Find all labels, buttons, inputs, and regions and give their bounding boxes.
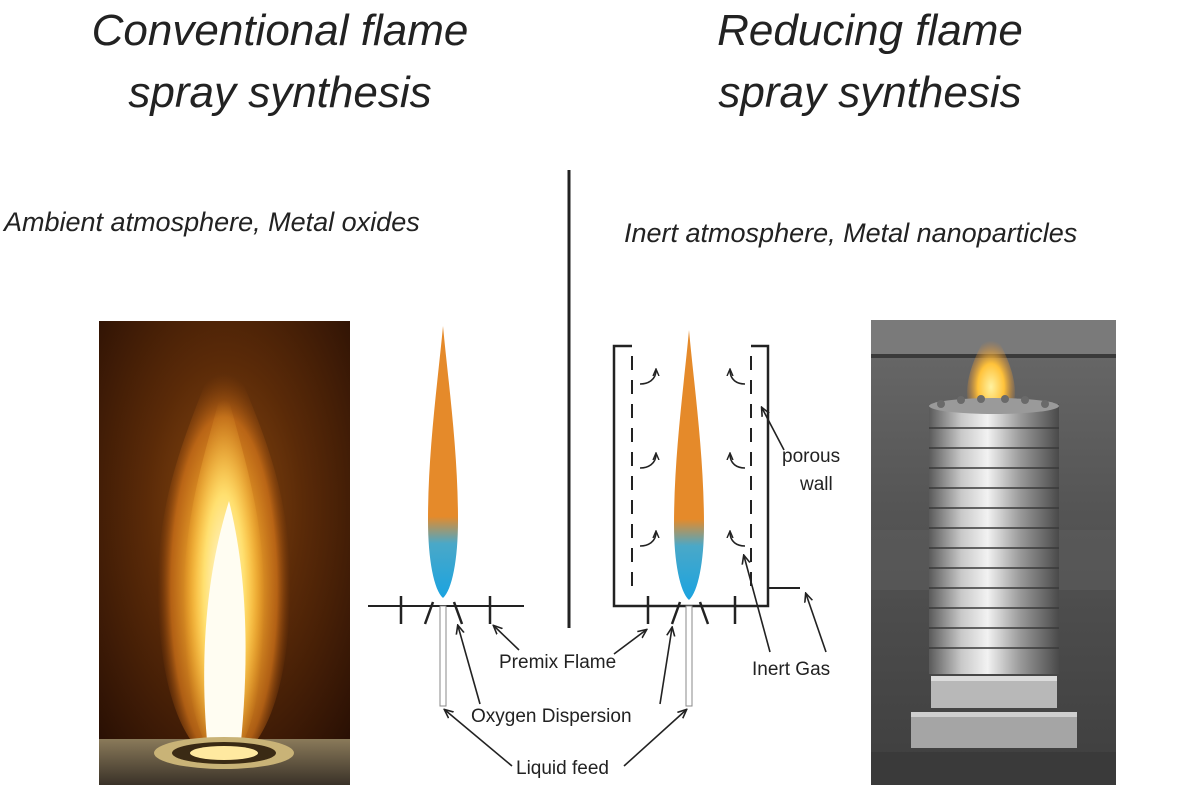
label-oxygen-dispersion: Oxygen Dispersion (471, 706, 632, 727)
oxygen-nozzle-right-2 (698, 601, 710, 625)
title-reducing-line1: Reducing flame (717, 6, 1023, 55)
subtitle-ambient: Ambient atmosphere, Metal oxides (4, 207, 420, 237)
schematic-conventional (368, 326, 524, 707)
arrow-premix-left (494, 626, 520, 651)
label-porous-line1: porous (782, 446, 840, 467)
photo-conventional-flame (99, 321, 350, 785)
title-conventional-line1: Conventional flame (91, 6, 469, 55)
arrow-premix-right (613, 630, 646, 655)
flame-conventional (428, 326, 458, 598)
oxygen-nozzle-left-2 (452, 601, 464, 625)
title-reducing: Reducing flame spray synthesis (610, 0, 1130, 124)
title-conventional: Conventional flame spray synthesis (20, 0, 540, 124)
label-premix-flame: Premix Flame (499, 652, 616, 673)
photo-reducing-burner (871, 320, 1116, 785)
title-reducing-line2: spray synthesis (718, 68, 1022, 117)
label-porous-line2: wall (799, 474, 833, 495)
oxygen-nozzle-right-1 (670, 601, 682, 625)
arrow-oxygen-right (659, 628, 672, 705)
schematic-reducing (612, 330, 800, 707)
arrow-inert-gas-wall (744, 556, 771, 653)
gas-flow-arrows (639, 370, 746, 547)
title-conventional-line2: spray synthesis (128, 68, 432, 117)
arrow-inert-gas-inlet (806, 594, 827, 653)
label-liquid-feed: Liquid feed (516, 758, 609, 779)
liquid-feed-tube-right (685, 605, 693, 707)
flame-reducing (674, 330, 704, 600)
annotation-arrows (445, 408, 827, 767)
arrow-liquid-feed-right (623, 710, 686, 767)
arrow-oxygen-left (458, 626, 481, 705)
label-inert-gas: Inert Gas (752, 659, 830, 680)
oxygen-nozzle-left-1 (423, 601, 435, 625)
arrow-porous-wall (762, 408, 785, 451)
subtitle-inert: Inert atmosphere, Metal nanoparticles (624, 218, 1078, 248)
arrow-liquid-feed-left (445, 710, 513, 767)
liquid-feed-tube-left (439, 605, 447, 707)
